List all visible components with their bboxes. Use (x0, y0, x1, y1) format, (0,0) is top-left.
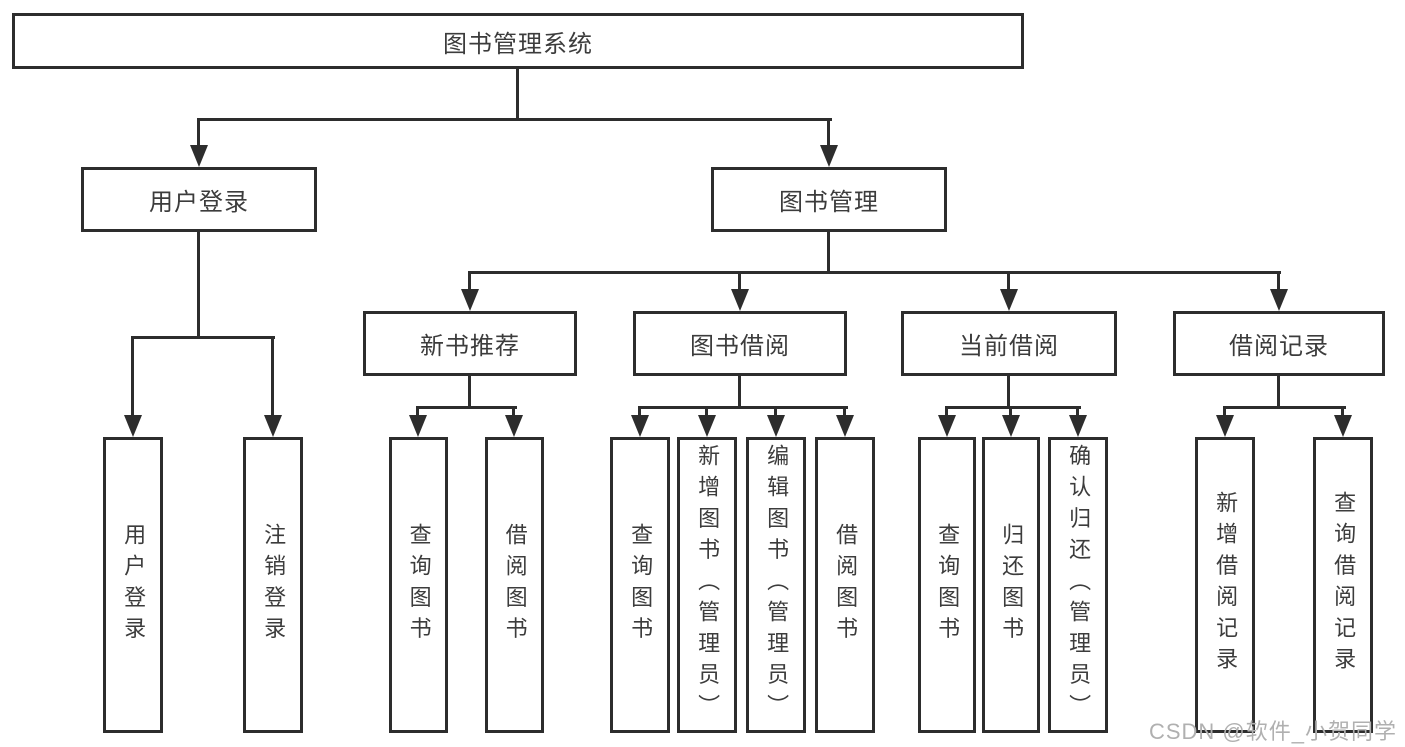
arrow-down-icon (1216, 415, 1234, 437)
arrow-down-icon (1334, 415, 1352, 437)
leaf-logout: 注销登录 (243, 437, 303, 733)
leaf-return-books: 归还图书 (982, 437, 1040, 733)
connector-line (1007, 271, 1010, 291)
arrow-down-icon (190, 145, 208, 167)
leaf-borrow-books: 借阅图书 (815, 437, 875, 733)
connector-line (945, 406, 948, 418)
arrow-down-icon (767, 415, 785, 437)
connector-line (827, 232, 830, 274)
arrow-down-icon (1000, 289, 1018, 311)
connector-line (1277, 271, 1280, 291)
arrow-down-icon (409, 415, 427, 437)
arrow-down-icon (264, 415, 282, 437)
node-label: 用户登录 (149, 189, 249, 216)
connector-line (468, 376, 471, 409)
connector-line (1341, 406, 1344, 418)
connector-line (945, 406, 1081, 409)
connector-line (843, 406, 846, 418)
connector-line (1007, 376, 1010, 409)
csdn-watermark: CSDN @软件_小贺同学 (1148, 719, 1397, 744)
connector-line (1076, 406, 1079, 418)
node-label: 新增图书（管理员） (695, 444, 721, 726)
node-label: 借阅图书 (833, 522, 859, 648)
connector-line (705, 406, 708, 418)
connector-line (131, 336, 275, 339)
leaf-query-books-current: 查询图书 (918, 437, 976, 733)
node-book-borrowing: 图书借阅 (633, 311, 847, 376)
arrow-down-icon (461, 289, 479, 311)
node-label: 归还图书 (999, 522, 1025, 648)
node-new-book-recommend: 新书推荐 (363, 311, 577, 376)
connector-line (512, 406, 515, 418)
connector-line (774, 406, 777, 418)
leaf-query-books-borrowing: 查询图书 (610, 437, 670, 733)
node-label: 借阅图书 (502, 522, 528, 648)
connector-line (1277, 376, 1280, 409)
node-label: 确认归还（管理员） (1066, 444, 1092, 726)
leaf-query-books-recommend: 查询图书 (389, 437, 448, 733)
arrow-down-icon (836, 415, 854, 437)
connector-line (1009, 406, 1012, 418)
node-label: 图书借阅 (690, 333, 790, 360)
node-label: 图书管理 (779, 189, 879, 216)
connector-line (827, 118, 830, 148)
connector-line (468, 271, 471, 291)
leaf-add-books-admin: 新增图书（管理员） (677, 437, 737, 733)
connector-line (271, 336, 274, 417)
connector-line (738, 376, 741, 409)
node-label: 注销登录 (261, 522, 287, 648)
connector-line (516, 69, 519, 121)
connector-line (416, 406, 517, 409)
connector-line (131, 336, 134, 417)
arrow-down-icon (731, 289, 749, 311)
arrow-down-icon (1002, 415, 1020, 437)
connector-line (1223, 406, 1226, 418)
connector-line (197, 118, 832, 121)
node-label: 用户登录 (121, 522, 147, 648)
node-label: 查询图书 (628, 522, 654, 648)
arrow-down-icon (631, 415, 649, 437)
leaf-borrow-books-recommend: 借阅图书 (485, 437, 544, 733)
node-book-management: 图书管理 (711, 167, 947, 232)
leaf-confirm-return-admin: 确认归还（管理员） (1048, 437, 1108, 733)
connector-line (416, 406, 419, 418)
connector-line (738, 271, 741, 291)
node-label: 新增借阅记录 (1213, 491, 1239, 679)
connector-line (1223, 406, 1346, 409)
node-library-management-system: 图书管理系统 (12, 13, 1024, 69)
arrow-down-icon (820, 145, 838, 167)
arrow-down-icon (505, 415, 523, 437)
connector-line (638, 406, 848, 409)
node-current-borrowing: 当前借阅 (901, 311, 1117, 376)
node-label: 查询图书 (406, 522, 432, 648)
leaf-edit-books-admin: 编辑图书（管理员） (746, 437, 806, 733)
node-borrowing-records: 借阅记录 (1173, 311, 1385, 376)
connector-line (197, 118, 200, 148)
node-label: 编辑图书（管理员） (764, 444, 790, 726)
arrow-down-icon (1270, 289, 1288, 311)
leaf-query-borrow-record: 查询借阅记录 (1313, 437, 1373, 733)
connector-line (197, 232, 200, 339)
arrow-down-icon (938, 415, 956, 437)
arrow-down-icon (698, 415, 716, 437)
connector-line (468, 271, 1281, 274)
connector-line (638, 406, 641, 418)
node-label: 查询借阅记录 (1331, 491, 1357, 679)
arrow-down-icon (124, 415, 142, 437)
node-label: 图书管理系统 (443, 30, 593, 58)
node-label: 新书推荐 (420, 333, 520, 360)
node-label: 当前借阅 (959, 333, 1059, 360)
leaf-user-login: 用户登录 (103, 437, 163, 733)
node-label: 查询图书 (935, 522, 961, 648)
node-label: 借阅记录 (1229, 333, 1329, 360)
node-user-login: 用户登录 (81, 167, 317, 232)
arrow-down-icon (1069, 415, 1087, 437)
leaf-add-borrow-record: 新增借阅记录 (1195, 437, 1255, 733)
